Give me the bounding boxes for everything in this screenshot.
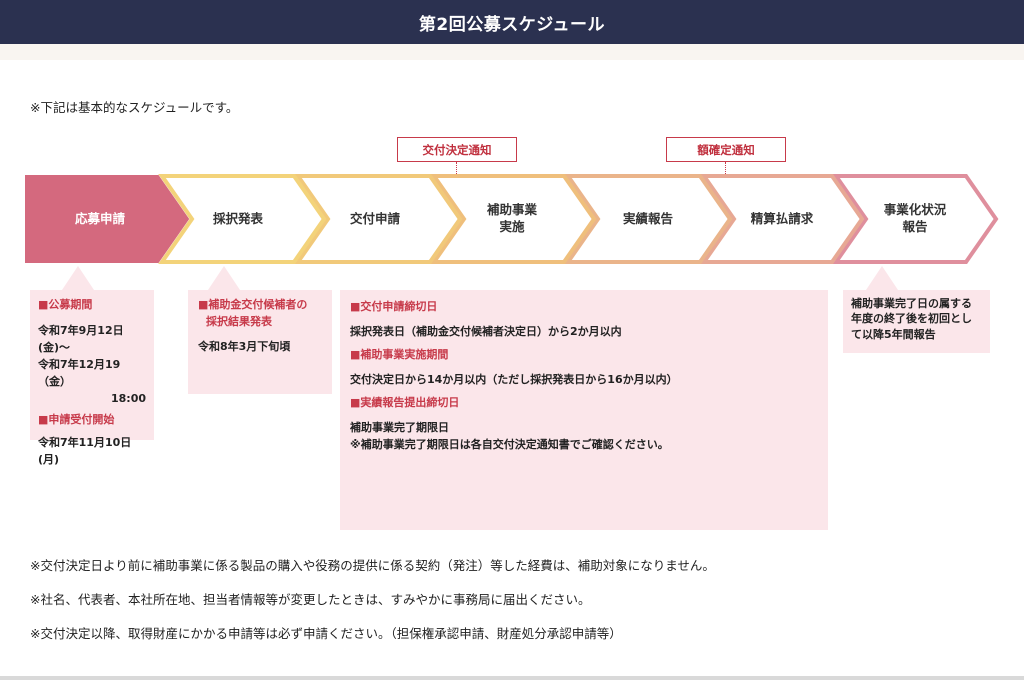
application-start-date: 令和7年11月10日(月) — [38, 436, 132, 467]
step-payment-request-label: 精算払請求 — [750, 210, 814, 226]
chevron-payment-request — [700, 174, 865, 264]
report-panel-pointer — [866, 266, 898, 290]
schedule-flow — [25, 174, 999, 264]
grant-deadline-heading: ■交付申請締切日 — [350, 300, 438, 313]
application-period-end: 令和7年12月19（金） — [38, 358, 121, 389]
intro-note: ※下記は基本的なスケジュールです。 — [30, 100, 239, 115]
step-performance-report: 実績報告 — [588, 176, 708, 262]
application-period-time: 18:00 — [110, 392, 146, 406]
report-deadline-value: 補助事業完了期限日 — [350, 421, 449, 435]
note-acquired-property: ※交付決定以降、取得財産にかかる申請等は必ず申請ください。（担保権承認申請、財産… — [30, 626, 622, 641]
step-selection-label: 採択発表 — [212, 210, 263, 226]
step-project-execution: 補助事業 実施 — [452, 176, 572, 262]
report-deadline-heading: ■実績報告提出締切日 — [350, 396, 460, 410]
step-payment-request: 精算払請求 — [722, 176, 842, 262]
report-text-3: て以降5年間報告 — [851, 327, 936, 341]
report-text-2: 年度の終了後を初回とし — [851, 312, 972, 326]
selection-date: 令和8年3月下旬頃 — [198, 340, 291, 354]
report-panel: 補助事業完了日の属する 年度の終了後を初回とし て以降5年間報告 — [843, 290, 990, 353]
selection-panel-pointer — [208, 266, 240, 290]
selection-panel: ■補助金交付候補者の 採択結果発表 令和8年3月下旬頃 — [188, 290, 332, 394]
page-title: 第2回公募スケジュール — [418, 14, 606, 35]
page-header: 第2回公募スケジュール — [0, 0, 1024, 44]
step-selection: 採択発表 — [178, 176, 298, 262]
amount-confirm-notice-label: 額確定通知 — [666, 137, 786, 162]
execution-period-heading: ■補助事業実施期間 — [350, 348, 449, 362]
header-band — [0, 44, 1024, 60]
grant-decision-notice-label: 交付決定通知 — [397, 137, 517, 162]
footer-divider — [0, 676, 1024, 680]
execution-period-value: 交付決定日から14か月以内（ただし採択発表日から16か月以内） — [350, 373, 678, 387]
application-period-start: 令和7年9月12日(金)〜 — [38, 324, 124, 355]
chevron-performance-report — [564, 174, 733, 264]
step-application-label: 応募申請 — [74, 210, 125, 226]
chevron-application — [25, 175, 190, 263]
step-commercialization-report: 事業化状況 報告 — [855, 176, 975, 262]
step-grant-application: 交付申請 — [315, 176, 435, 262]
application-panel: ■公募期間 令和7年9月12日(金)〜 令和7年12月19（金） 18:00 ■… — [30, 290, 154, 466]
chevron-grant-application — [294, 174, 463, 264]
application-period-heading: ■公募期間 — [38, 298, 93, 311]
report-text-1: 補助事業完了日の属する — [851, 297, 972, 310]
step-application: 応募申請 — [40, 176, 160, 262]
grant-panel: ■交付申請締切日 採択発表日（補助金交付候補者決定日）から2か月以内 ■補助事業… — [340, 290, 828, 530]
selection-heading-2: 採択結果発表 — [206, 315, 272, 329]
step-project-execution-label: 補助事業 実施 — [486, 202, 537, 234]
application-panel-pointer — [62, 266, 94, 290]
chevron-project-execution — [430, 174, 597, 264]
step-grant-application-label: 交付申請 — [349, 210, 400, 226]
selection-heading-1: ■補助金交付候補者の — [198, 298, 308, 311]
note-ineligible-expenses: ※交付決定日より前に補助事業に係る製品の購入や役務の提供に係る契約（発注）等した… — [30, 558, 715, 573]
grant-deadline-value: 採択発表日（補助金交付候補者決定日）から2か月以内 — [350, 325, 622, 339]
report-deadline-note: ※補助事業完了期限日は各自交付決定通知書でご確認ください。 — [350, 438, 669, 452]
chevron-commercialization-report — [832, 174, 999, 264]
chevron-selection — [158, 174, 327, 264]
note-company-info-change: ※社名、代表者、本社所在地、担当者情報等が変更したときは、すみやかに事務局に届出… — [30, 592, 591, 607]
step-performance-report-label: 実績報告 — [622, 210, 673, 226]
step-commercialization-report-label: 事業化状況 報告 — [883, 202, 947, 234]
application-start-heading: ■申請受付開始 — [38, 413, 115, 427]
